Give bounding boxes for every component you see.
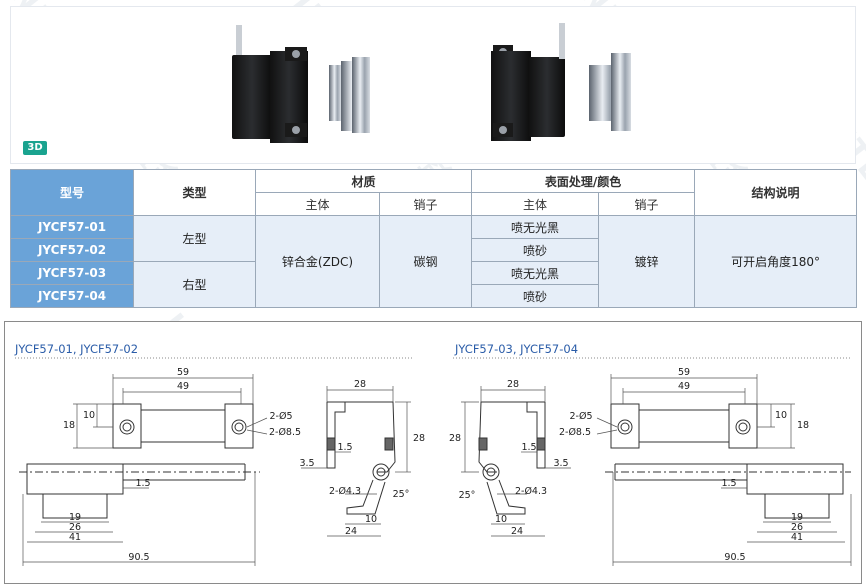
header-finish: 表面处理/颜色: [471, 169, 696, 193]
dim-label: 3.5: [553, 458, 568, 469]
dim-label: 3.5: [299, 458, 314, 469]
dim-label: 41: [791, 532, 803, 543]
right-side-view: [478, 401, 546, 515]
dim-label: 26: [791, 522, 803, 533]
model-cell: JYCF57-01: [10, 215, 134, 239]
model-cell: JYCF57-04: [10, 284, 134, 308]
spec-table: 型号 类型 材质 表面处理/颜色 结构说明 主体 销子 主体 销子 JYCF57…: [10, 169, 858, 308]
dim-label: 49: [177, 381, 189, 392]
dim-label: 2-Ø4.3: [515, 486, 547, 497]
dim-label: 2-Ø5: [570, 411, 593, 422]
dim-label: 2-Ø8.5: [559, 427, 591, 438]
left-front-view: [19, 403, 260, 519]
body-finish-cell: 喷无光黑: [471, 261, 600, 285]
pin-material-cell: 碳钢: [378, 215, 473, 308]
dim-label: 1.5: [721, 478, 736, 489]
left-front-dimensions: [22, 374, 268, 566]
body-finish-cell: 喷砂: [471, 238, 600, 262]
header-material-main-body: 主体: [255, 192, 380, 216]
dim-label: 18: [797, 420, 809, 431]
type-cell: 右型: [133, 261, 256, 308]
dim-label: 28: [507, 379, 519, 390]
dim-label: 2-Ø8.5: [269, 427, 301, 438]
dim-label: 10: [365, 514, 377, 525]
structure-note-cell: 可开启角度180°: [694, 215, 858, 308]
dim-label: 25°: [393, 489, 410, 500]
dim-label: 19: [791, 512, 803, 523]
body-material-cell: 锌合金(ZDC): [255, 215, 380, 308]
dim-label: 1.5: [135, 478, 150, 489]
dim-label: 10: [83, 410, 95, 421]
dim-label: 59: [177, 367, 189, 378]
hinge-left-type-photo: [232, 25, 370, 143]
header-material: 材质: [254, 169, 473, 193]
header-model: 型号: [10, 169, 134, 216]
dim-label: 24: [345, 526, 357, 537]
pin-finish-cell: 镀锌: [598, 215, 696, 308]
header-finish-pin: 销子: [598, 192, 696, 216]
dim-label: 10: [495, 514, 507, 525]
dim-label: 2-Ø5: [270, 411, 293, 422]
left-side-view: [326, 401, 396, 515]
dim-label: 90.5: [128, 552, 149, 563]
dim-label: 59: [678, 367, 690, 378]
drawing-title-left: JYCF57-01, JYCF57-02: [15, 342, 139, 356]
dim-label: 26: [69, 522, 81, 533]
drawing-panel: JYCF57-01, JYCF57-02 JYCF57-03, JYCF57-0…: [4, 321, 862, 584]
dim-label: 28: [449, 433, 461, 444]
right-front-dimensions: [596, 374, 852, 566]
right-front-dim-labels: 59 49 18 10 2-Ø5 2-Ø8.5 1.5 19 26 41 90.…: [559, 367, 809, 563]
technical-drawing: 59 49 18 10 2-Ø5 2-Ø8.5 1.5 19 26 41 90.…: [15, 357, 852, 566]
header-structure: 结构说明: [694, 169, 858, 216]
header-type: 类型: [133, 169, 256, 216]
dim-label: 24: [511, 526, 523, 537]
product-photo-panel: 3D: [10, 6, 856, 164]
body-finish-cell: 喷砂: [471, 284, 600, 308]
left-front-dim-labels: 59 49 18 10 2-Ø5 2-Ø8.5 1.5 19 26 41 90.…: [63, 367, 301, 563]
dim-label: 49: [678, 381, 690, 392]
body-finish-cell: 喷无光黑: [471, 215, 600, 239]
dim-label: 1.5: [521, 442, 536, 453]
dim-label: 19: [69, 512, 81, 523]
product-photos: [232, 23, 631, 143]
header-finish-main-body: 主体: [471, 192, 600, 216]
dim-label: 28: [413, 433, 425, 444]
dim-label: 41: [69, 532, 81, 543]
3d-badge[interactable]: 3D: [23, 141, 47, 155]
model-cell: JYCF57-03: [10, 261, 134, 285]
dim-label: 90.5: [724, 552, 745, 563]
left-side-dimensions: [301, 386, 411, 537]
dim-label: 28: [354, 379, 366, 390]
left-side-dim-labels: 28 28 3.5 1.5 2-Ø4.3 25° 10 24: [299, 379, 425, 537]
type-cell: 左型: [133, 215, 256, 262]
header-material-pin: 销子: [378, 192, 473, 216]
hinge-right-type-photo: [491, 23, 631, 141]
dim-label: 1.5: [337, 442, 352, 453]
dim-label: 25°: [459, 490, 476, 501]
drawing-title-right: JYCF57-03, JYCF57-04: [455, 342, 579, 356]
right-side-dimensions: [461, 386, 571, 537]
dim-label: 10: [775, 410, 787, 421]
dim-label: 2-Ø4.3: [329, 486, 361, 497]
right-front-view: [605, 403, 851, 519]
dim-label: 18: [63, 420, 75, 431]
model-cell: JYCF57-02: [10, 238, 134, 262]
right-side-dim-labels: 28 28 3.5 1.5 2-Ø4.3 25° 10 24: [449, 379, 569, 537]
